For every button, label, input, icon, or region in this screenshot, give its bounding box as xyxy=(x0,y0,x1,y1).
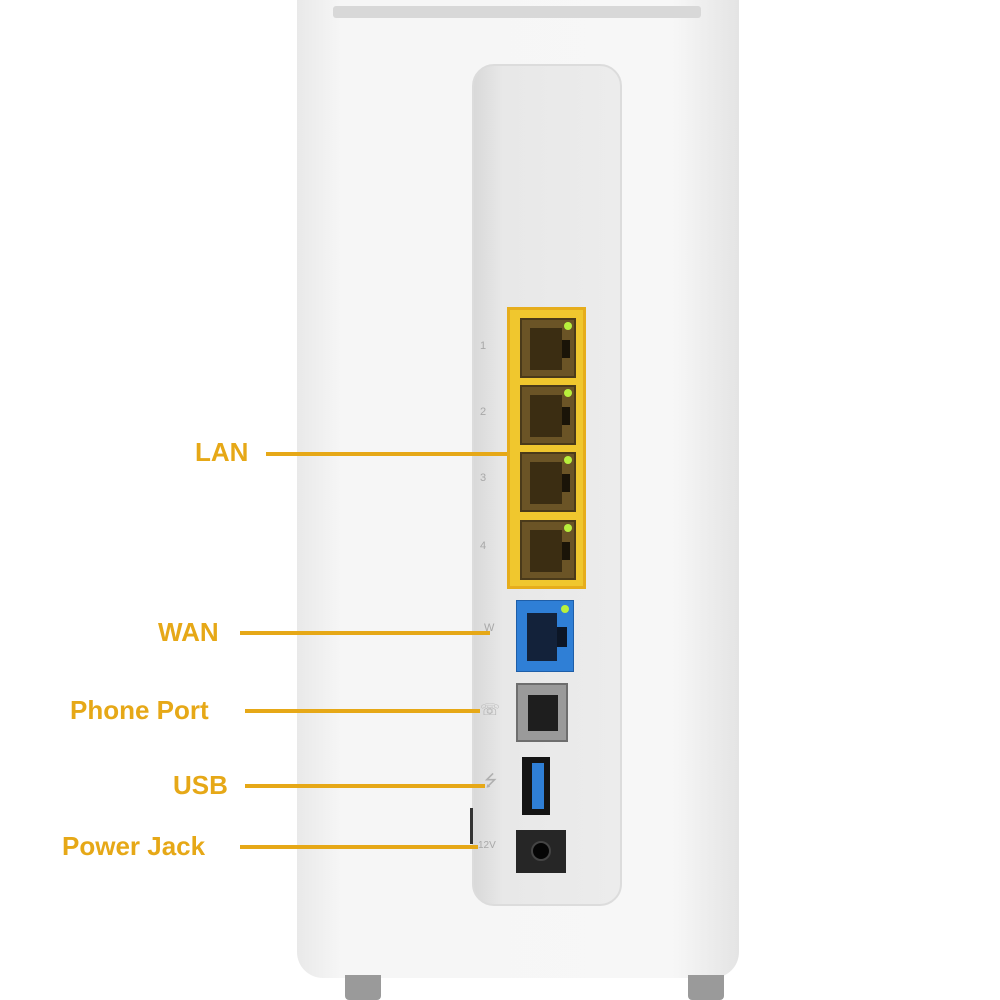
wan-leader-line xyxy=(240,631,490,635)
lan-1-marking: 1 xyxy=(480,340,487,352)
usb-leader-line xyxy=(245,784,485,788)
lan-port-2[interactable] xyxy=(520,385,576,445)
usb-label: USB xyxy=(173,770,228,800)
power-jack-label: Power Jack xyxy=(62,831,206,861)
lan-port-3[interactable] xyxy=(520,452,576,512)
lan-2-marking: 2 xyxy=(480,406,487,418)
lan-ports-highlight xyxy=(507,307,586,589)
lan-port-4[interactable] xyxy=(520,520,576,580)
right-foot xyxy=(688,975,724,1000)
wan-marking: W xyxy=(484,622,495,634)
lan-port-1[interactable] xyxy=(520,318,576,378)
usb-icon: ⭍ xyxy=(484,773,498,790)
phone-leader-line xyxy=(245,709,480,713)
power-leader-line xyxy=(240,845,478,849)
power-marking: 12V xyxy=(478,840,496,851)
reset-slot xyxy=(470,808,473,844)
lan-3-marking: 3 xyxy=(480,472,487,484)
top-vent xyxy=(333,6,701,18)
lan-leader-line xyxy=(266,452,507,456)
lan-label: LAN xyxy=(195,437,249,467)
lan-4-marking: 4 xyxy=(480,540,487,552)
wan-port[interactable] xyxy=(516,600,574,672)
usb-port[interactable] xyxy=(522,757,550,815)
phone-port-label: Phone Port xyxy=(70,695,209,725)
power-jack[interactable] xyxy=(516,830,566,873)
phone-port[interactable] xyxy=(516,683,568,742)
left-foot xyxy=(345,975,381,1000)
phone-icon: ☏ xyxy=(480,702,501,719)
wan-label: WAN xyxy=(158,617,219,647)
